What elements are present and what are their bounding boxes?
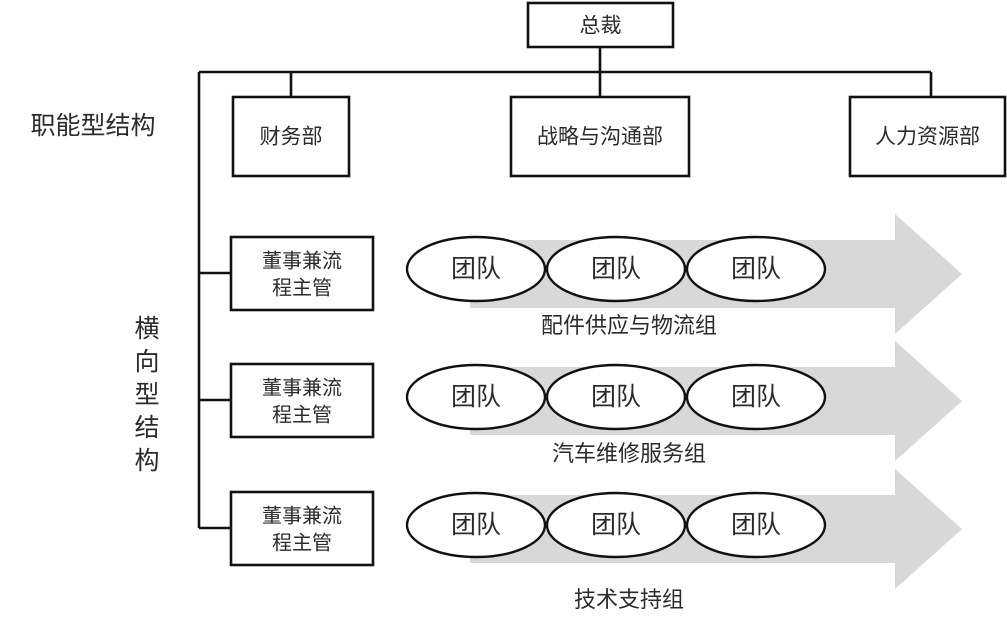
finance-box[interactable]: [231, 95, 351, 178]
node-department-finance[interactable]: 财务部: [231, 95, 351, 178]
process-owner-box-3[interactable]: [229, 490, 375, 567]
side-label-horizontal-char-4: 结: [134, 413, 159, 442]
process-owner-label-1-line1: 董事兼流: [262, 249, 342, 273]
president-box[interactable]: [526, 1, 675, 49]
team-ellipse-2-1[interactable]: [405, 363, 547, 431]
hr-label: 人力资源部: [875, 125, 980, 149]
team-label-3-3: 团队: [731, 510, 781, 539]
finance-label: 财务部: [260, 125, 323, 149]
team-ellipse-3-1[interactable]: [405, 491, 547, 559]
team-label-3-1: 团队: [451, 510, 501, 539]
process-owner-label-3-line2: 程主管: [272, 531, 332, 555]
team-label-1-2: 团队: [591, 254, 641, 283]
team-ellipse-1-1[interactable]: [405, 235, 547, 303]
group-label-2: 汽车维修服务组: [552, 442, 706, 467]
side-label-functional: 职能型结构: [30, 111, 155, 140]
team-label-3-2: 团队: [591, 510, 641, 539]
side-label-horizontal-char-5: 构: [134, 446, 159, 475]
team-ellipse-2-3[interactable]: [685, 363, 827, 431]
team-ellipse-1-2[interactable]: [545, 235, 687, 303]
side-label-horizontal-char-3: 型: [134, 380, 159, 409]
team-label-1-3: 团队: [731, 254, 781, 283]
side-label-horizontal-char-1: 横: [134, 314, 159, 343]
team-label-2-1: 团队: [451, 382, 501, 411]
process-row-2: 董事兼流 程主管 团队 团队 团队 汽车维修服务组: [229, 362, 827, 467]
hr-box[interactable]: [848, 95, 1007, 178]
process-row-3: 董事兼流 程主管 团队 团队 团队 技术支持组: [229, 490, 827, 613]
team-label-2-2: 团队: [591, 382, 641, 411]
strategy-box[interactable]: [509, 95, 691, 178]
node-department-hr[interactable]: 人力资源部: [848, 95, 1007, 178]
team-label-2-3: 团队: [731, 382, 781, 411]
process-owner-box-1[interactable]: [229, 235, 375, 312]
side-label-horizontal-group: 横 向 型 结 构: [134, 314, 159, 475]
group-label-3: 技术支持组: [574, 588, 684, 613]
process-owner-label-2-line1: 董事兼流: [262, 376, 342, 400]
process-owner-label-1-line2: 程主管: [272, 276, 332, 300]
team-ellipse-2-2[interactable]: [545, 363, 687, 431]
president-label: 总裁: [580, 14, 622, 38]
process-owner-label-2-line2: 程主管: [272, 403, 332, 427]
process-owner-label-3-line1: 董事兼流: [262, 504, 342, 528]
team-ellipse-3-2[interactable]: [545, 491, 687, 559]
strategy-label: 战略与沟通部: [537, 125, 663, 149]
side-label-horizontal-char-2: 向: [134, 347, 159, 376]
node-president[interactable]: 总裁: [526, 1, 675, 49]
connector-group: [197, 47, 933, 530]
team-ellipse-1-3[interactable]: [685, 235, 827, 303]
node-department-strategy[interactable]: 战略与沟通部: [509, 95, 691, 178]
process-row-1: 董事兼流 程主管 团队 团队 团队 配件供应与物流组: [229, 235, 827, 339]
process-owner-box-2[interactable]: [229, 362, 375, 439]
group-label-1: 配件供应与物流组: [541, 314, 717, 339]
team-ellipse-3-3[interactable]: [685, 491, 827, 559]
team-label-1-1: 团队: [451, 254, 501, 283]
